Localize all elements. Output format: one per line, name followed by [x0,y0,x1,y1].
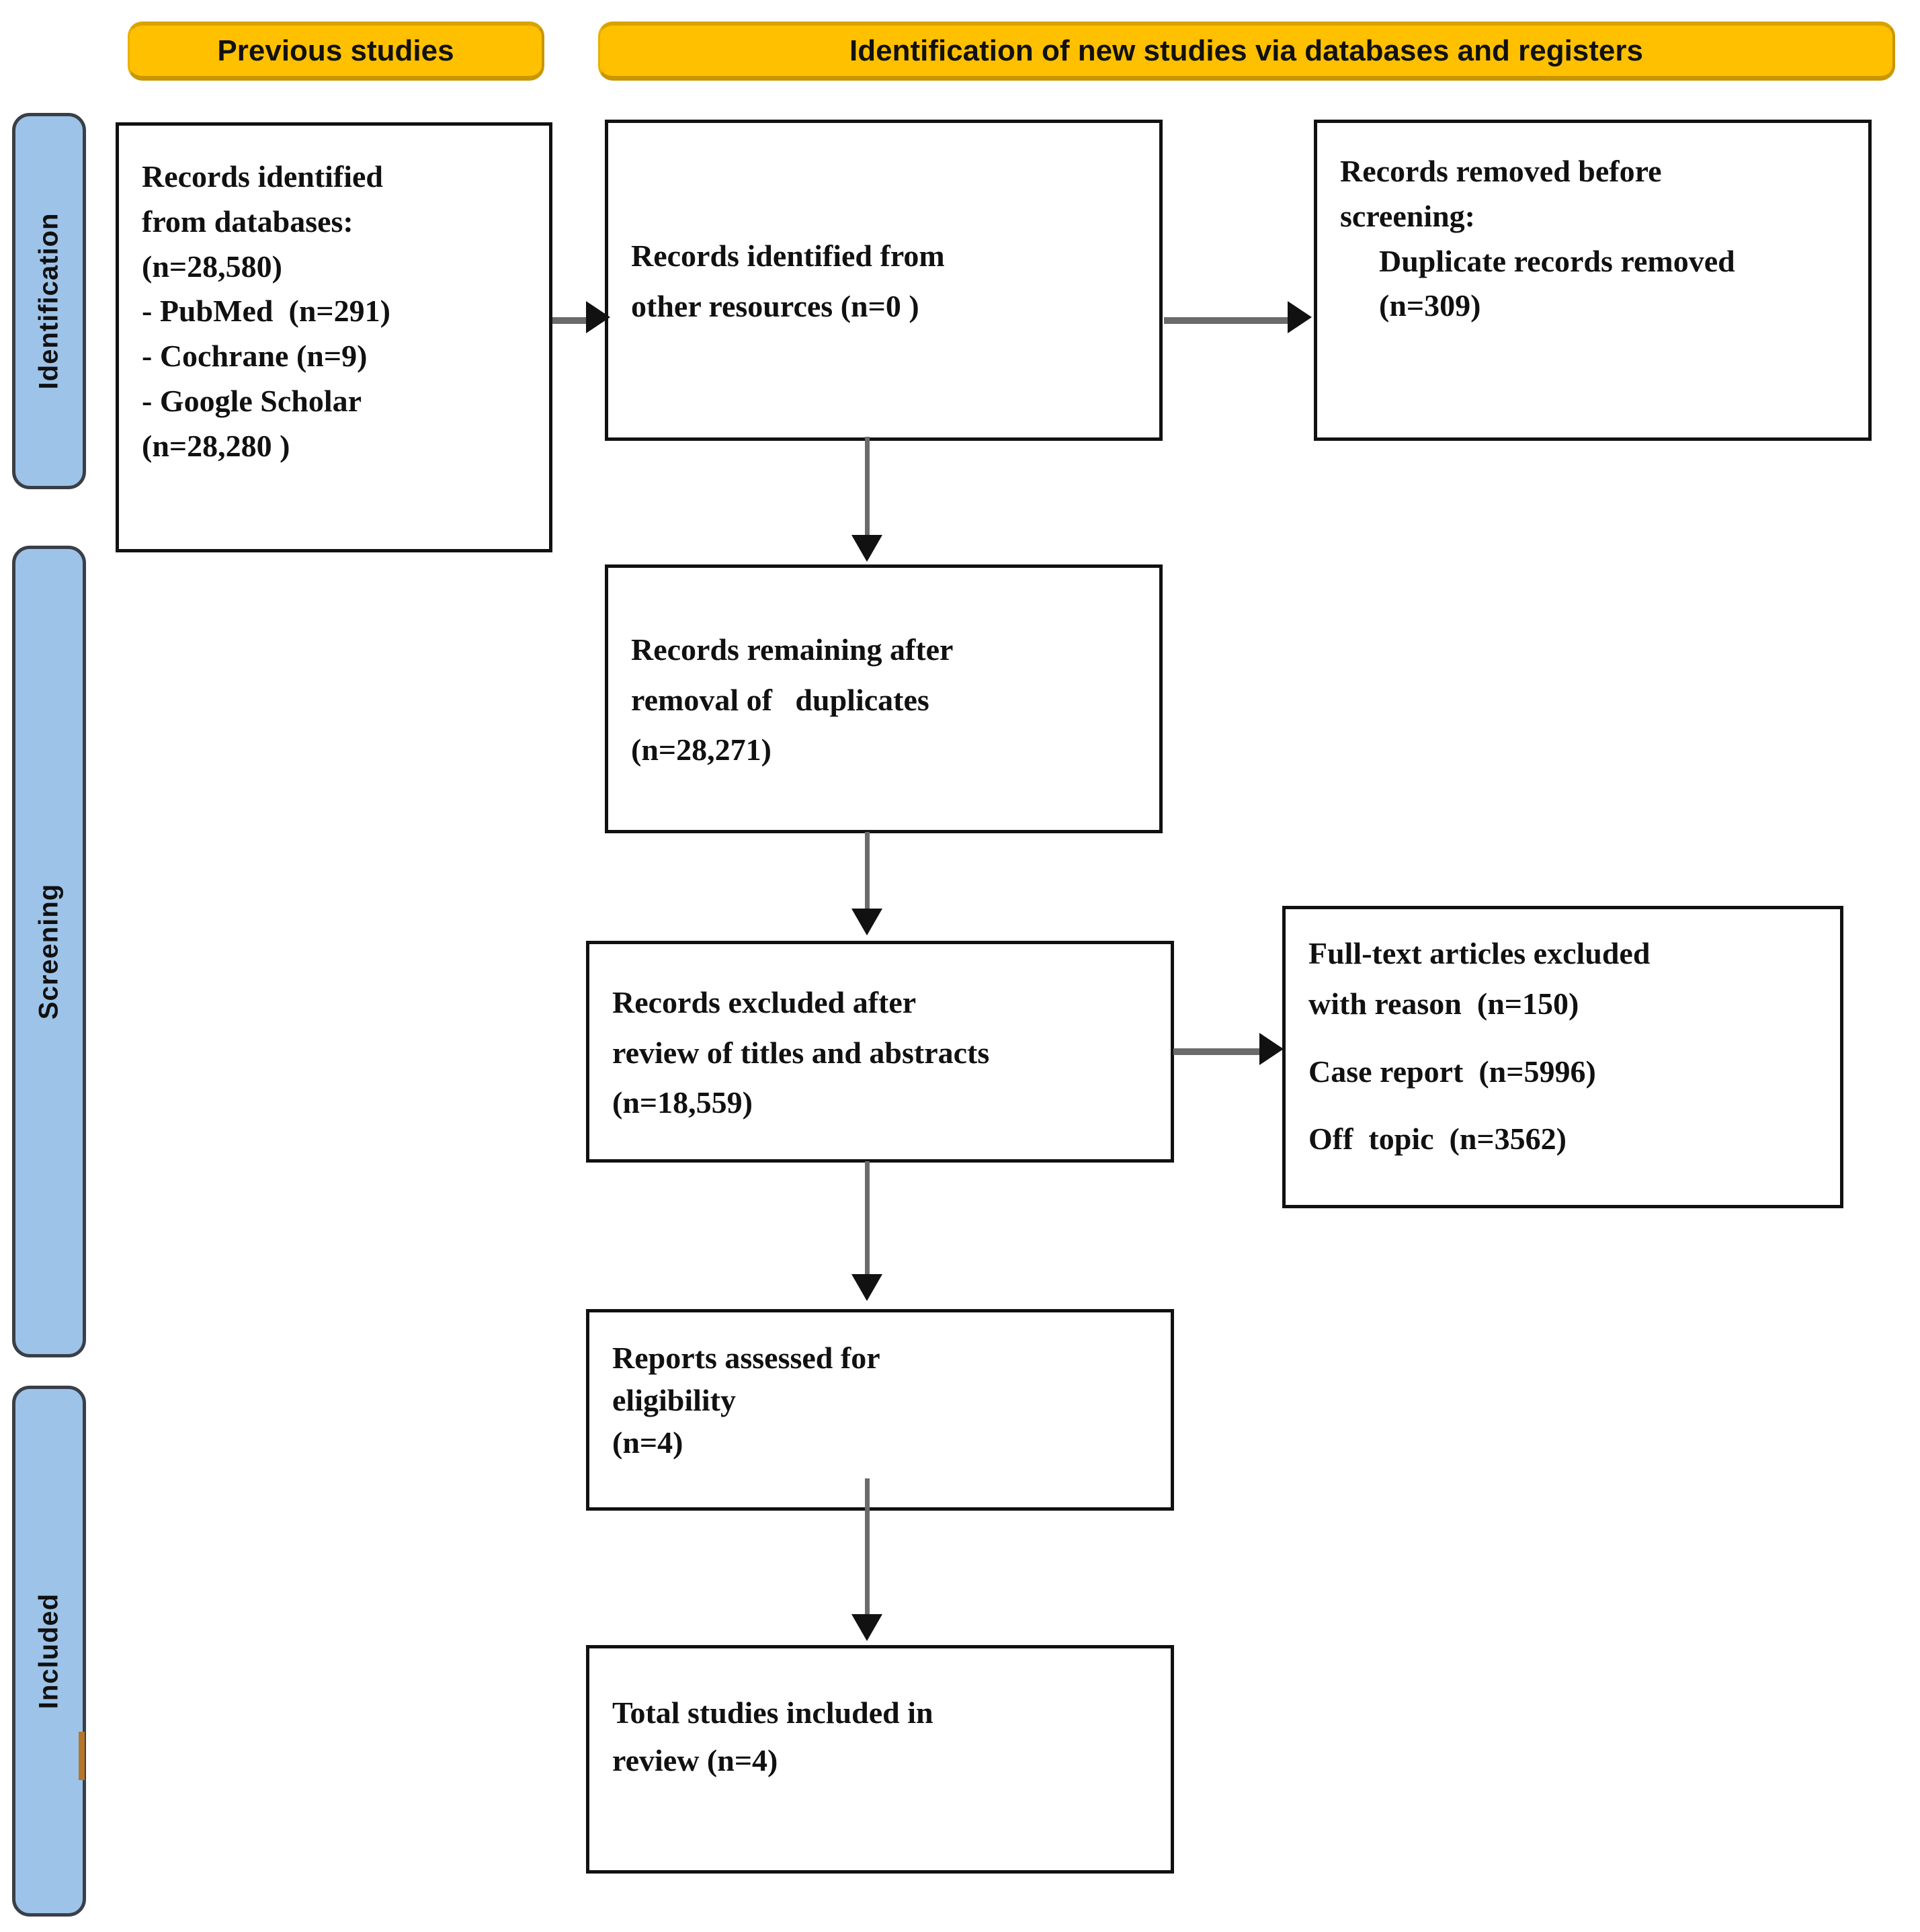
box-records-remaining-after-duplicates: Records remaining after removal of dupli… [605,564,1163,833]
box-reports-assessed-eligibility: Reports assessed for eligibility (n=4) [586,1309,1174,1511]
box-remaining-line-3: (n=28,271) [631,732,771,767]
connector-line [1173,1048,1267,1055]
box-removed-line-1: Records removed before [1340,154,1662,188]
banner-new-studies: Identification of new studies via databa… [598,22,1895,81]
box-databases-line-4: - PubMed (n=291) [142,294,390,329]
box-reports-line-1: Reports assessed for [612,1341,880,1375]
phase-label-included: Included [34,1593,64,1710]
phase-bar-screening: Screening [12,546,86,1357]
box-fulltext-line-3: Case report (n=5996) [1308,1054,1596,1089]
phase-label-identification: Identification [34,212,64,390]
box-records-identified-databases: Records identified from databases: (n=28… [116,122,552,552]
arrow-down-icon [851,1274,882,1301]
banner-previous-studies-label: Previous studies [217,34,454,67]
box-fulltext-line-1: Full-text articles excluded [1308,936,1651,970]
phase-label-screening: Screening [34,883,64,1020]
box-reports-line-2: eligibility [612,1382,736,1417]
box-reports-line-3: (n=4) [612,1425,683,1460]
banner-previous-studies: Previous studies [128,22,544,81]
box-fulltext-line-4: Off topic (n=3562) [1308,1122,1567,1157]
box-records-excluded-titles-abstracts: Records excluded after review of titles … [586,941,1174,1163]
phase-included-marker [79,1732,85,1780]
phase-bar-identification: Identification [12,113,86,489]
box-total-line-1: Total studies included in [612,1695,933,1730]
box-records-identified-other-resources: Records identified from other resources … [605,120,1163,441]
box-removed-line-4: (n=309) [1379,288,1481,323]
box-databases-line-7: (n=28,280 ) [142,428,290,463]
box-removed-line-3: Duplicate records removed [1379,243,1735,278]
connector-line [865,1161,870,1282]
connector-line [865,1478,870,1622]
box-fulltext-articles-excluded: Full-text articles excluded with reason … [1282,906,1843,1208]
box-databases-line-3: (n=28,580) [142,249,282,284]
arrow-down-icon [851,535,882,562]
box-databases-line-5: - Cochrane (n=9) [142,339,368,373]
box-excluded-line-3: (n=18,559) [612,1085,753,1120]
box-removed-line-2: screening: [1340,198,1476,233]
arrow-right-icon [1259,1033,1284,1065]
connector-line [865,832,870,917]
box-total-line-2: review (n=4) [612,1742,778,1777]
arrow-down-icon [851,1614,882,1641]
box-remaining-line-1: Records remaining after [631,632,954,667]
arrow-right-icon [586,301,610,333]
box-other-line-1: Records identified from [631,239,945,274]
arrow-down-icon [851,909,882,935]
box-databases-line-2: from databases: [142,204,353,239]
connector-line [1164,317,1292,324]
box-excluded-line-2: review of titles and abstracts [612,1035,990,1070]
connector-line [865,437,870,543]
box-other-line-2: other resources (n=0 ) [631,289,919,323]
banner-new-studies-label: Identification of new studies via databa… [849,34,1643,67]
box-excluded-line-1: Records excluded after [612,984,917,1019]
box-fulltext-line-2: with reason (n=150) [1308,986,1579,1021]
box-records-removed-before-screening: Records removed before screening: Duplic… [1314,120,1872,441]
box-remaining-line-2: removal of duplicates [631,682,929,717]
phase-bar-included: Included [12,1386,86,1917]
arrow-right-icon [1288,301,1312,333]
box-databases-line-6: - Google Scholar [142,383,362,418]
box-total-studies-included: Total studies included in review (n=4) [586,1645,1174,1874]
connector-line [552,317,593,324]
box-databases-line-1: Records identified [142,159,384,194]
